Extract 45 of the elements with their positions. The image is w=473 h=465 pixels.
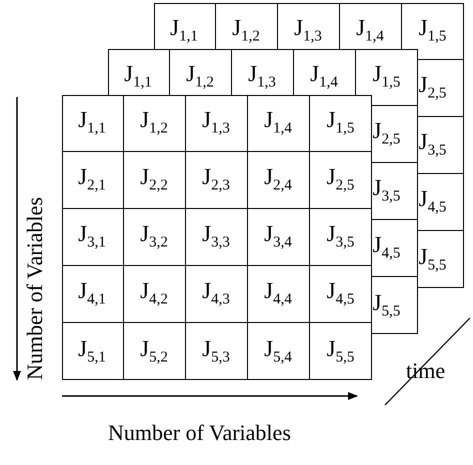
matrix-entry: J$_{1,3}$ [248, 62, 276, 91]
matrix-entry: J$_{1,2}$ [232, 16, 260, 45]
matrix-entry: J$_{4,5}$ [326, 279, 354, 308]
matrix-entry: J$_{3,2}$ [140, 222, 168, 251]
matrix-entry: J$_{1,2}$ [140, 108, 168, 137]
matrix-entry: J$_{3,1}$ [78, 222, 106, 251]
axis-label: Number of Variables [24, 197, 46, 380]
matrix-entry: J$_{1,1}$ [170, 16, 198, 45]
matrix-entry: J$_{1,5}$ [418, 16, 446, 45]
matrix-entry: J$_{1,1}$ [124, 62, 152, 91]
matrix-entry: J$_{2,4}$ [264, 165, 292, 194]
matrix-entry: J$_{1,4}$ [310, 62, 338, 91]
matrix-entry: J$_{3,3}$ [202, 222, 230, 251]
matrix-entry: J$_{5,5}$ [372, 290, 400, 320]
matrix-entry: J$_{1,4}$ [264, 108, 292, 137]
matrix-entry: J$_{3,4}$ [264, 222, 292, 251]
matrix-entry: J$_{1,5}$ [372, 62, 400, 91]
matrix-entry: J$_{2,5}$ [372, 119, 400, 148]
matrix-entry: J$_{4,3}$ [202, 279, 230, 308]
matrix-entry: J$_{5,5}$ [326, 336, 354, 366]
matrix-entry: J$_{3,5}$ [326, 222, 354, 251]
matrix-entry: J$_{4,5}$ [372, 233, 400, 262]
matrix-entry: J$_{2,5}$ [418, 73, 446, 102]
matrix-entry: J$_{1,4}$ [356, 16, 384, 45]
matrix-entry: J$_{4,2}$ [140, 279, 168, 308]
matrix-entry: J$_{4,4}$ [264, 279, 292, 308]
matrix-entry: J$_{5,3}$ [202, 336, 230, 366]
matrix-entry: J$_{1,2}$ [186, 62, 214, 91]
matrix-entry: J$_{3,5}$ [372, 176, 400, 205]
matrix-entry: J$_{4,5}$ [418, 187, 446, 216]
matrix-entry: J$_{3,5}$ [418, 130, 446, 159]
matrix-entry: J$_{2,2}$ [140, 165, 168, 194]
matrix-entry: J$_{2,5}$ [326, 165, 354, 194]
matrix-entry: J$_{1,3}$ [202, 108, 230, 137]
matrix-entry: J$_{5,5}$ [418, 244, 446, 274]
matrix-entry: J$_{2,1}$ [78, 165, 106, 194]
matrix-entry: J$_{5,1}$ [78, 336, 106, 366]
matrix-entry: J$_{5,2}$ [140, 336, 168, 366]
matrix-entry: J$_{4,1}$ [78, 279, 106, 308]
axis-label: Number of Variables [108, 422, 291, 444]
matrix-entry: J$_{1,5}$ [326, 108, 354, 137]
matrix-entry: J$_{1,1}$ [78, 108, 106, 137]
matrix-entry: J$_{1,3}$ [294, 16, 322, 45]
matrix-entry: J$_{5,4}$ [264, 336, 292, 366]
matrix-entry: J$_{2,3}$ [202, 165, 230, 194]
